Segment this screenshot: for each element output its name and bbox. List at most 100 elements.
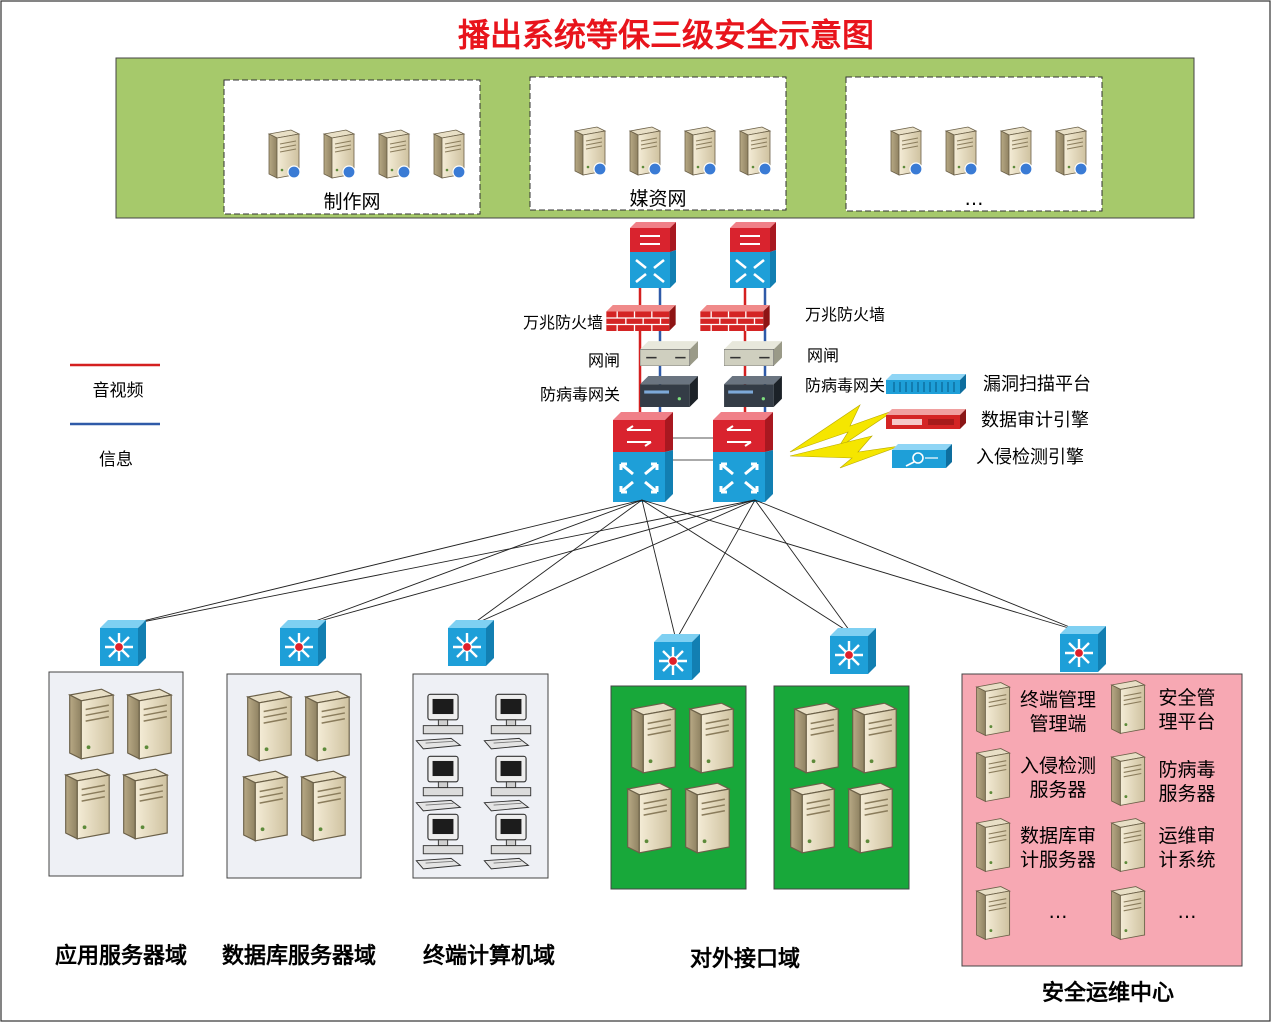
server-icon bbox=[126, 688, 172, 760]
gatekeeper-label-left: 网闸 bbox=[588, 351, 620, 370]
server-icon bbox=[68, 688, 114, 760]
server-badge-icon bbox=[703, 162, 717, 176]
gatekeeper-icon bbox=[724, 341, 782, 366]
antivirus-label-left: 防病毒网关 bbox=[540, 385, 620, 404]
uplink-1-2 bbox=[301, 499, 643, 627]
soc-item-label: … bbox=[1178, 901, 1197, 923]
soc-item-label: 运维审 bbox=[1158, 825, 1215, 847]
legend-info-label: 信息 bbox=[99, 450, 133, 470]
server-icon bbox=[626, 782, 672, 854]
server-badge-icon bbox=[593, 162, 607, 176]
server-badge-icon bbox=[648, 162, 662, 176]
antivirus-gateway-icon bbox=[724, 376, 782, 407]
uplink-2-6 bbox=[754, 499, 1083, 633]
server-badge-icon bbox=[397, 165, 411, 179]
soc-item-label: 安全管 bbox=[1158, 687, 1215, 709]
gatekeeper-label-right: 网闸 bbox=[807, 346, 839, 365]
soc-item-label: 计系统 bbox=[1158, 849, 1215, 871]
firewall-label-left: 万兆防火墙 bbox=[523, 313, 603, 332]
diagram-title: 播出系统等保三级安全示意图 bbox=[458, 16, 874, 54]
server-icon bbox=[1111, 818, 1146, 872]
uplink-2-5 bbox=[754, 499, 853, 635]
soc-item-7: … bbox=[976, 886, 1068, 940]
top-group-3: … bbox=[845, 76, 1103, 212]
security-device-label: 漏洞扫描平台 bbox=[983, 374, 1091, 395]
server-icon bbox=[630, 702, 676, 774]
domain-box-5 bbox=[773, 628, 910, 890]
ids-appliance-icon bbox=[892, 444, 952, 468]
server-badge-icon bbox=[758, 162, 772, 176]
server-icon bbox=[300, 770, 346, 842]
top-core-switch-1 bbox=[630, 222, 676, 288]
soc-item-label: … bbox=[1049, 901, 1068, 923]
access-switch-icon bbox=[1060, 626, 1106, 672]
uplink-1-6 bbox=[641, 499, 1083, 633]
core-switch-2 bbox=[712, 412, 774, 502]
server-icon bbox=[304, 690, 350, 762]
top-group-1: 制作网 bbox=[223, 79, 481, 215]
domain-box-4 bbox=[610, 634, 747, 890]
soc-item-label: 服务器 bbox=[1029, 779, 1086, 801]
server-icon bbox=[851, 702, 897, 774]
server-badge-icon bbox=[287, 165, 301, 179]
soc-item-label: 入侵检测 bbox=[1020, 755, 1096, 777]
top-group-label: 媒资网 bbox=[629, 188, 686, 210]
top-core-switch-2 bbox=[730, 222, 776, 288]
server-icon bbox=[793, 702, 839, 774]
uplink-2-2 bbox=[301, 499, 756, 627]
firewall-icon bbox=[606, 305, 676, 331]
soc-item-label: 数据库审 bbox=[1020, 825, 1096, 847]
server-badge-icon bbox=[1019, 162, 1033, 176]
access-switch-icon bbox=[448, 620, 494, 666]
security-device-1: 漏洞扫描平台 bbox=[886, 374, 1091, 395]
uplink-1-3 bbox=[469, 499, 643, 627]
server-icon bbox=[1111, 752, 1146, 806]
soc-item-label: 终端管理 bbox=[1020, 689, 1096, 711]
server-icon bbox=[1111, 886, 1146, 940]
legend: 音视频 信息 bbox=[70, 363, 160, 470]
top-group-label: 制作网 bbox=[323, 191, 380, 213]
server-badge-icon bbox=[909, 162, 923, 176]
server-icon bbox=[976, 818, 1011, 872]
security-device-label: 入侵检测引擎 bbox=[976, 447, 1084, 468]
uplink-1-5 bbox=[641, 499, 853, 635]
security-device-2: 数据审计引擎 bbox=[886, 409, 1089, 431]
top-group-2: 媒资网 bbox=[529, 76, 787, 211]
server-icon bbox=[847, 782, 893, 854]
antivirus-label-right: 防病毒网关 bbox=[805, 376, 885, 395]
server-icon bbox=[64, 768, 110, 840]
server-icon bbox=[688, 702, 734, 774]
security-device-label: 数据审计引擎 bbox=[981, 410, 1089, 431]
audit-appliance-icon bbox=[886, 409, 966, 429]
server-icon bbox=[976, 748, 1011, 802]
domain-label-3: 终端计算机域 bbox=[423, 943, 555, 969]
soc-item-label: 防病毒 bbox=[1158, 759, 1215, 781]
domain-label-2: 数据库服务器域 bbox=[222, 943, 376, 969]
server-icon bbox=[246, 690, 292, 762]
uplink-2-4 bbox=[675, 499, 756, 641]
soc-items: 终端管理管理端安全管理平台入侵检测服务器防病毒服务器数据库审计服务器运维审计系统… bbox=[976, 680, 1216, 940]
domain-box-3 bbox=[412, 620, 549, 879]
domain-label-4: 对外接口域 bbox=[690, 946, 800, 972]
top-group-label: … bbox=[965, 188, 984, 210]
scanner-icon bbox=[886, 374, 966, 394]
server-icon bbox=[122, 768, 168, 840]
uplink-1-4 bbox=[641, 499, 677, 641]
antivirus-gateway-icon bbox=[640, 376, 698, 407]
server-icon bbox=[976, 886, 1011, 940]
soc-item-label: 服务器 bbox=[1158, 783, 1215, 805]
uplink-1-1 bbox=[121, 499, 643, 627]
server-icon bbox=[1111, 680, 1146, 734]
domain-box-1 bbox=[48, 620, 184, 877]
access-switch-icon bbox=[280, 620, 326, 666]
domain-label-5: 安全运维中心 bbox=[1042, 980, 1174, 1006]
soc-item-8: … bbox=[1111, 886, 1197, 940]
server-badge-icon bbox=[342, 165, 356, 179]
